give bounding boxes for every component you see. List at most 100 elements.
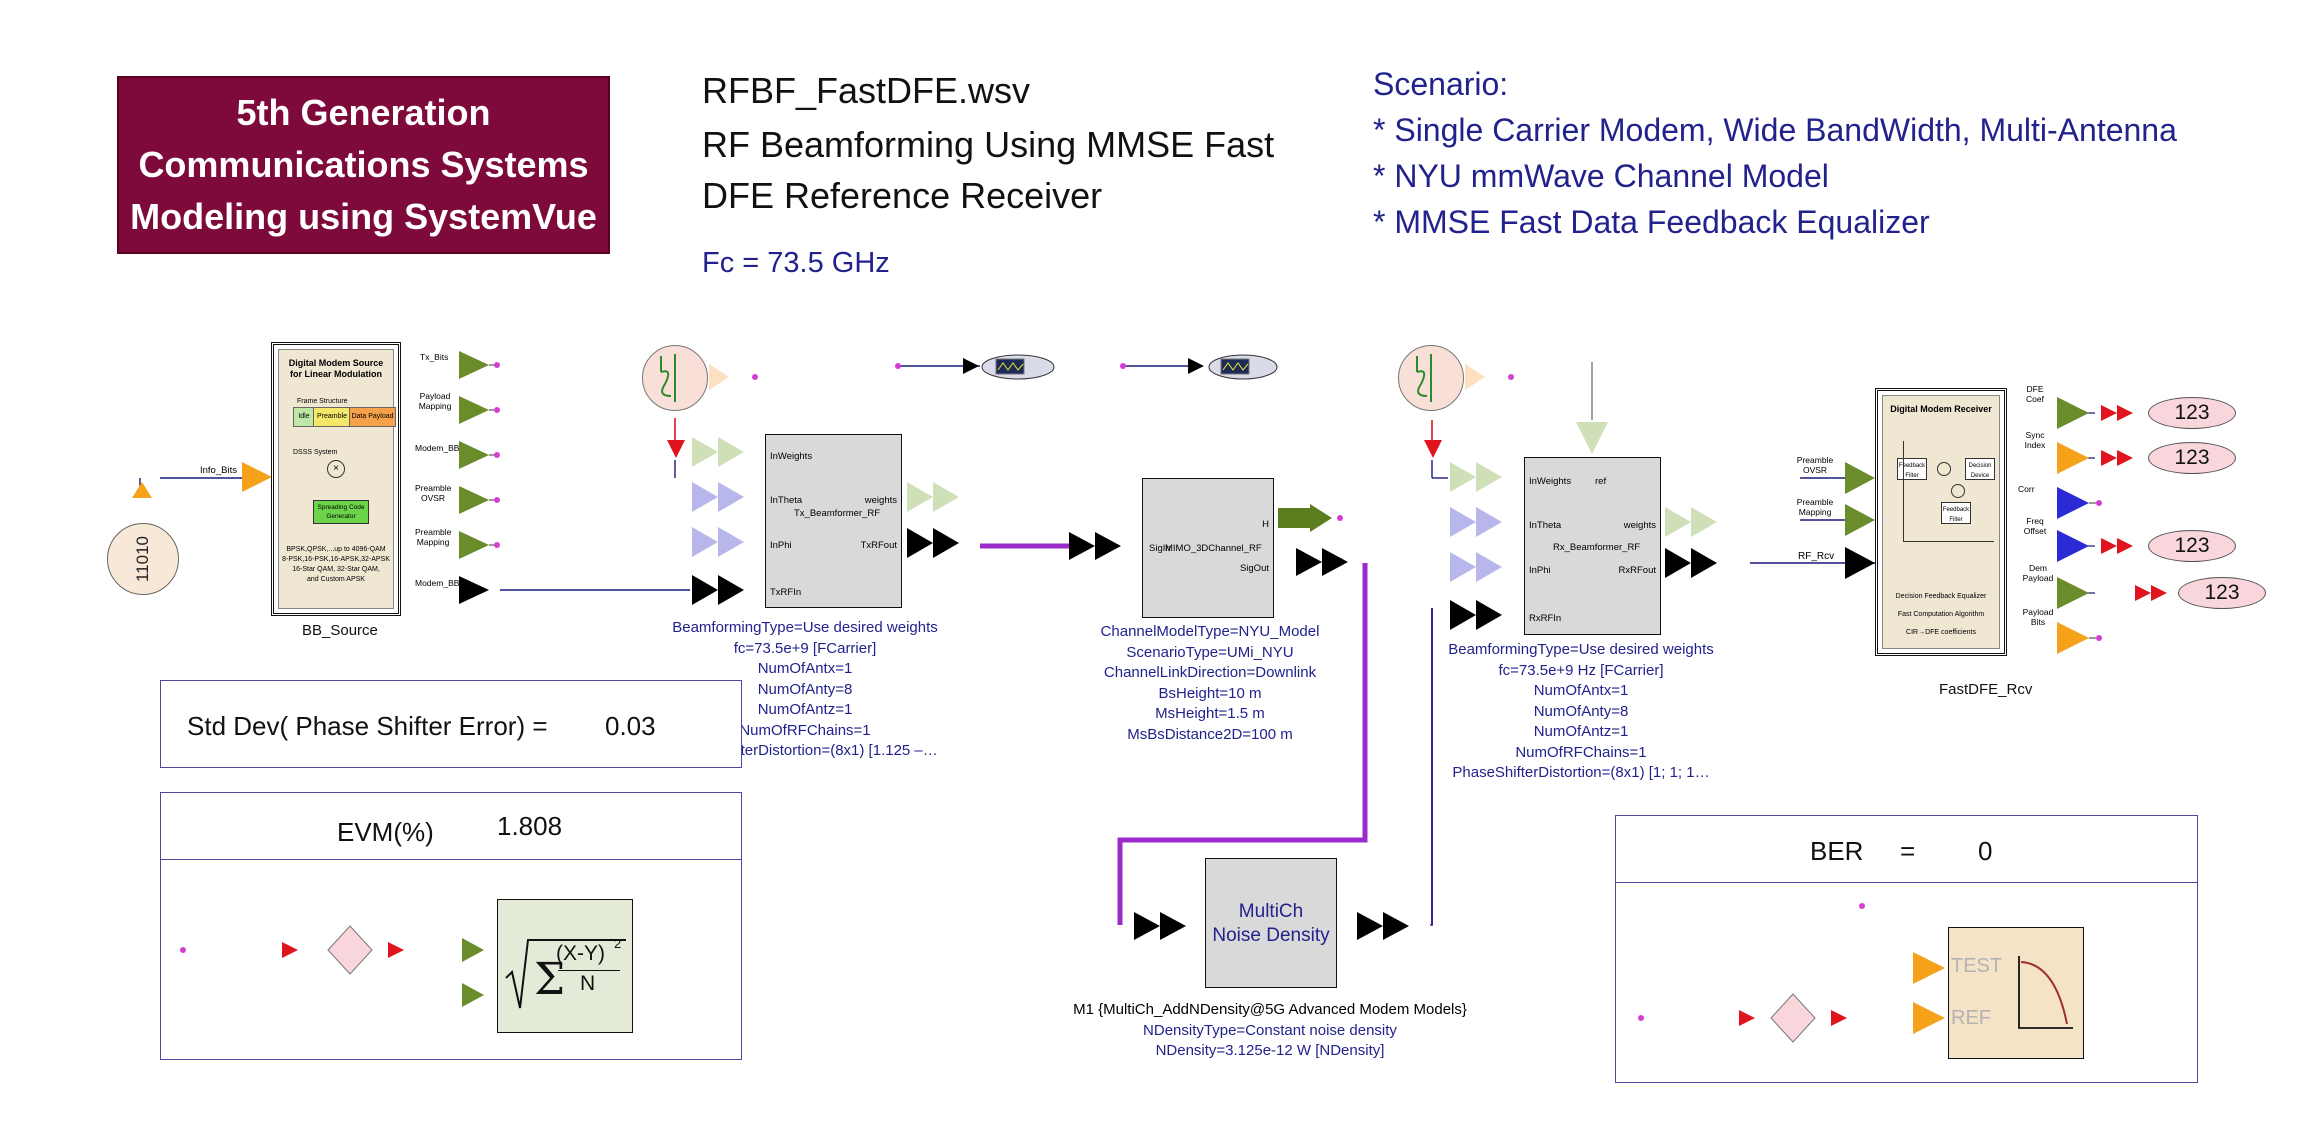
tx-bf-output-ports	[907, 482, 959, 558]
title-box: 5th Generation Communications Systems Mo…	[117, 76, 610, 254]
rx-bf-param-4: NumOfAnty=8	[1533, 702, 1629, 720]
ber-value: 0	[1978, 836, 1993, 866]
scenario-item-2: * NYU mmWave Channel Model	[1373, 158, 1829, 194]
frame-cell-idle: Idle	[293, 407, 315, 427]
channel-param-5: MsHeight=1.5 m	[1155, 705, 1265, 722]
evm-label: EVM(%)	[337, 817, 434, 847]
fastdfe-receiver-block[interactable]: Digital Modem Receiver Feedback Filter D…	[1875, 388, 2007, 656]
tx-bf-pin-intheta: InTheta	[770, 495, 803, 506]
title-line-1: 5th Generation	[236, 92, 491, 133]
bb-source-title-2: for Linear Modulation	[290, 369, 382, 379]
rcv-out-dfe-coef: DFE Coef	[2026, 384, 2044, 404]
rx-bf-pin-rxrfin: RxRFIn	[1529, 613, 1562, 624]
tx-beamformer-block[interactable]: InWeights InTheta InPhi TxRFIn weights T…	[765, 434, 902, 608]
adder-icon	[1937, 462, 1951, 476]
ber-curve-icon	[2018, 956, 2073, 1029]
channel-pin-h: H	[1262, 519, 1269, 530]
ber-ref-pin: REF	[1951, 1007, 1991, 1029]
noise-output-ports	[1357, 912, 1409, 940]
tx-antenna-source[interactable]	[642, 345, 708, 411]
scenario-item-3: * MMSE Fast Data Feedback Equalizer	[1373, 204, 1930, 240]
mod-text-3: 16-Star QAM, 32-Star QAM,	[292, 566, 380, 573]
readout-freq-offset[interactable]: 123	[2148, 530, 2236, 562]
antenna-pattern-icon	[660, 354, 676, 402]
receiver-output-ports	[2057, 397, 2167, 654]
rms-block[interactable]: Σ (X-Y) 2 N	[497, 899, 633, 1033]
bb-source-name: BB_Source	[302, 622, 378, 639]
channel-param-2: ScenarioType=UMi_NYU	[1126, 643, 1294, 661]
noise-density-block[interactable]: MultiCh Noise Density	[1205, 858, 1337, 988]
tx-bf-pin-inphi: InPhi	[770, 540, 792, 551]
tx-bf-pin-txrfout: TxRFout	[860, 540, 897, 551]
scope-2-icon[interactable]	[1118, 354, 1278, 384]
rcv-out-sync-index: Sync Index	[2024, 430, 2046, 450]
receiver-desc-2: Fast Computation Algorithm	[1897, 611, 1985, 618]
workspace-subtitle-2: DFE Reference Receiver	[702, 175, 1103, 216]
rx-bf-pin-rxrfout: RxRFout	[1618, 565, 1656, 576]
rcv-out-dem-payload: Dem Payload	[2022, 563, 2054, 583]
bb-pin-payload-mapping: Payload Mapping	[418, 391, 452, 411]
ber-test-pin: TEST	[1951, 955, 2003, 977]
frame-cell-payload: Data Payload	[349, 407, 396, 427]
rcv-pin-rf-rcv: RF_Rcv	[1798, 551, 1835, 562]
ber-label: BER	[1810, 836, 1864, 866]
noise-param-3: NDensity=3.125e-12 W [NDensity]	[1155, 1042, 1385, 1059]
rx-bf-param-1: BeamformingType=Use desired weights	[1448, 641, 1714, 658]
receiver-title: Digital Modem Receiver	[1890, 404, 1992, 414]
noise-params: M1 {MultiCh_AddNDensity@5G Advanced Mode…	[1040, 1000, 1500, 1062]
readout-dfe-coef[interactable]: 123	[2148, 397, 2236, 429]
workspace-file-name: RFBF_FastDFE.wsv	[702, 70, 1031, 111]
scope-1-icon[interactable]	[893, 354, 1123, 384]
rms-exponent: 2	[614, 936, 622, 951]
ber-equals: =	[1900, 836, 1916, 866]
tx-bf-pin-weights: weights	[864, 495, 897, 506]
rx-bf-pin-ref: ref	[1595, 476, 1607, 487]
rx-bf-pin-inphi: InPhi	[1529, 565, 1551, 576]
readout-sync-index[interactable]: 123	[2148, 442, 2236, 474]
tx-bf-param-2: fc=73.5e+9 [FCarrier]	[733, 639, 877, 657]
evm-chain	[180, 925, 484, 1007]
channel-param-6: MsBsDistance2D=100 m	[1127, 725, 1293, 743]
receiver-input-ports	[1845, 462, 1875, 579]
rx-antenna-down-port	[1424, 440, 1442, 458]
frame-structure-label: Frame Structure	[297, 398, 348, 405]
channel-params: ChannelModelType=NYU_Model ScenarioType=…	[1080, 622, 1340, 745]
readout-dem-payload[interactable]: 123	[2178, 577, 2266, 609]
bits-source[interactable]: 11010	[107, 523, 179, 595]
rx-antenna-source[interactable]	[1398, 345, 1464, 411]
scenario-heading: Scenario:	[1373, 66, 1509, 102]
rx-bf-param-2: fc=73.5e+9 Hz [FCarrier]	[1498, 661, 1664, 679]
noise-input-ports	[1134, 912, 1186, 940]
rx-bf-pin-weights: weights	[1623, 520, 1656, 531]
bb-pin-tx-bits: Tx_Bits	[420, 352, 449, 362]
rcv-out-payload-bits: Payload Bits	[2022, 607, 2054, 627]
rx-bf-pin-intheta: InTheta	[1529, 520, 1562, 531]
bb-pin-modem-bb-2: Modem_BB	[415, 578, 460, 588]
tx-bf-param-4: NumOfAnty=8	[757, 680, 853, 698]
receiver-desc-3: CIR→DFE coefficients	[1906, 629, 1976, 636]
bits-source-label: 11010	[133, 536, 152, 583]
tx-bf-param-1: BeamformingType=Use desired weights	[672, 619, 938, 636]
tx-antenna-down-port	[667, 440, 685, 458]
rms-denominator: N	[580, 972, 596, 995]
feedback-loop-line	[1903, 441, 1994, 542]
channel-pin-sigin: SigIn	[1149, 543, 1171, 554]
receiver-desc-1: Decision Feedback Equalizer	[1895, 593, 1987, 600]
channel-input-ports	[1069, 532, 1121, 560]
antenna-pattern-icon	[1416, 354, 1432, 402]
channel-param-3: ChannelLinkDirection=Downlink	[1103, 664, 1317, 681]
rx-antenna-out-port	[1465, 364, 1514, 390]
spreading-code-generator: Spreading Code Generator	[313, 500, 369, 524]
bb-source-block[interactable]: Digital Modem Source for Linear Modulati…	[271, 342, 401, 616]
noise-title-2: Noise Density	[1212, 925, 1330, 946]
channel-block[interactable]: SigIn H SigOut MIMO_3DChannel_RF	[1142, 478, 1274, 618]
tx-bf-param-5: NumOfAntz=1	[757, 701, 853, 718]
rx-bf-name: Rx_Beamformer_RF	[1553, 542, 1641, 553]
ber-tester-block[interactable]: TEST REF	[1948, 927, 2084, 1059]
rx-bf-output-ports	[1665, 507, 1717, 578]
rcv-out-freq-offset: Freq Offset	[2023, 516, 2047, 536]
rx-beamformer-block[interactable]: InWeights ref InTheta InPhi RxRFIn weigh…	[1524, 457, 1661, 635]
svg-text:Σ: Σ	[534, 954, 565, 1005]
mod-text-4: and Custom APSK	[307, 576, 365, 583]
mod-text-1: BPSK,QPSK,...up to 4096-QAM	[286, 546, 386, 553]
